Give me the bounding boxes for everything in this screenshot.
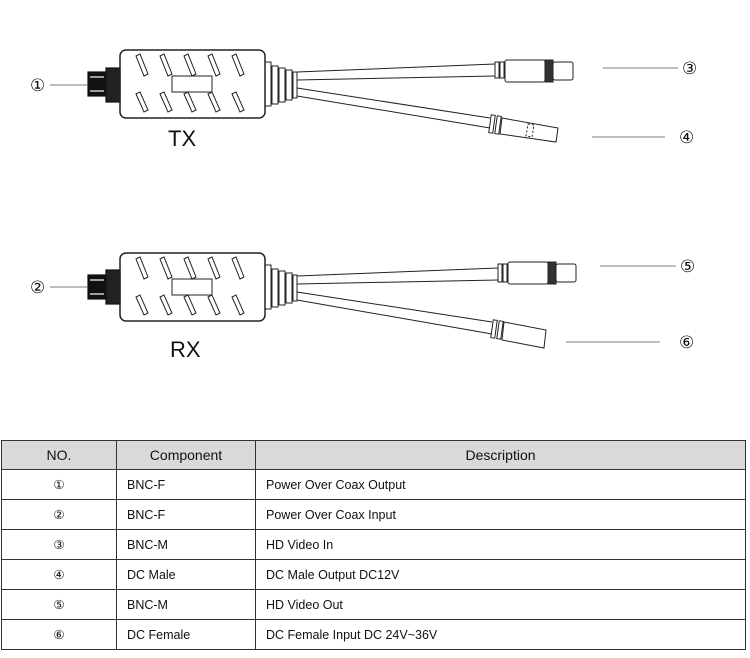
rx-bnc-connector xyxy=(87,269,121,305)
tx-cable-dc-male xyxy=(296,87,559,143)
device-diagram: TX ① ③ ④ xyxy=(30,49,697,362)
tx-unit xyxy=(87,49,574,143)
row-no: ② xyxy=(1,499,117,530)
callout-1: ① xyxy=(30,76,45,96)
row-description: HD Video In xyxy=(255,529,746,560)
tx-label: TX xyxy=(168,126,196,151)
callout-2: ② xyxy=(30,278,45,298)
component-table: NO. Component Description ① BNC-F Power … xyxy=(1,440,746,650)
row-no: ⑥ xyxy=(1,619,117,650)
row-description: HD Video Out xyxy=(255,589,746,620)
rx-unit xyxy=(87,252,577,349)
header-description: Description xyxy=(255,440,746,470)
row-description: Power Over Coax Input xyxy=(255,499,746,530)
tx-body-grooves xyxy=(135,53,245,113)
table-row: ④ DC Male DC Male Output DC12V xyxy=(1,559,746,590)
tx-bnc-connector xyxy=(87,67,121,103)
row-description: DC Male Output DC12V xyxy=(255,559,746,590)
row-no: ④ xyxy=(1,559,117,590)
rx-cable-dc-female xyxy=(296,291,547,349)
tx-callouts xyxy=(50,67,678,138)
rx-callouts xyxy=(50,265,676,343)
row-component: BNC-F xyxy=(116,469,256,500)
row-component: DC Male xyxy=(116,559,256,590)
row-no: ③ xyxy=(1,529,117,560)
row-no: ⑤ xyxy=(1,589,117,620)
table-row: ⑥ DC Female DC Female Input DC 24V~36V xyxy=(1,619,746,650)
row-component: DC Female xyxy=(116,619,256,650)
header-component: Component xyxy=(116,440,256,470)
header-no: NO. xyxy=(1,440,117,470)
callout-4: ④ xyxy=(679,128,694,148)
row-component: BNC-M xyxy=(116,589,256,620)
tx-cable-bnc-m xyxy=(296,59,574,83)
table-header-row: NO. Component Description xyxy=(1,440,746,470)
row-description: DC Female Input DC 24V~36V xyxy=(255,619,746,650)
rx-body-grooves xyxy=(135,256,245,316)
table-row: ② BNC-F Power Over Coax Input xyxy=(1,499,746,530)
row-description: Power Over Coax Output xyxy=(255,469,746,500)
rx-label: RX xyxy=(170,337,201,362)
row-no: ① xyxy=(1,469,117,500)
callout-5: ⑤ xyxy=(680,257,695,277)
row-component: BNC-M xyxy=(116,529,256,560)
callout-6: ⑥ xyxy=(679,333,694,353)
tx-strain-relief xyxy=(264,61,298,107)
table-row: ③ BNC-M HD Video In xyxy=(1,529,746,560)
table-row: ① BNC-F Power Over Coax Output xyxy=(1,469,746,500)
row-component: BNC-F xyxy=(116,499,256,530)
table-row: ⑤ BNC-M HD Video Out xyxy=(1,589,746,620)
rx-strain-relief xyxy=(264,264,298,310)
callout-3: ③ xyxy=(682,59,697,79)
rx-cable-bnc-m xyxy=(296,261,577,285)
